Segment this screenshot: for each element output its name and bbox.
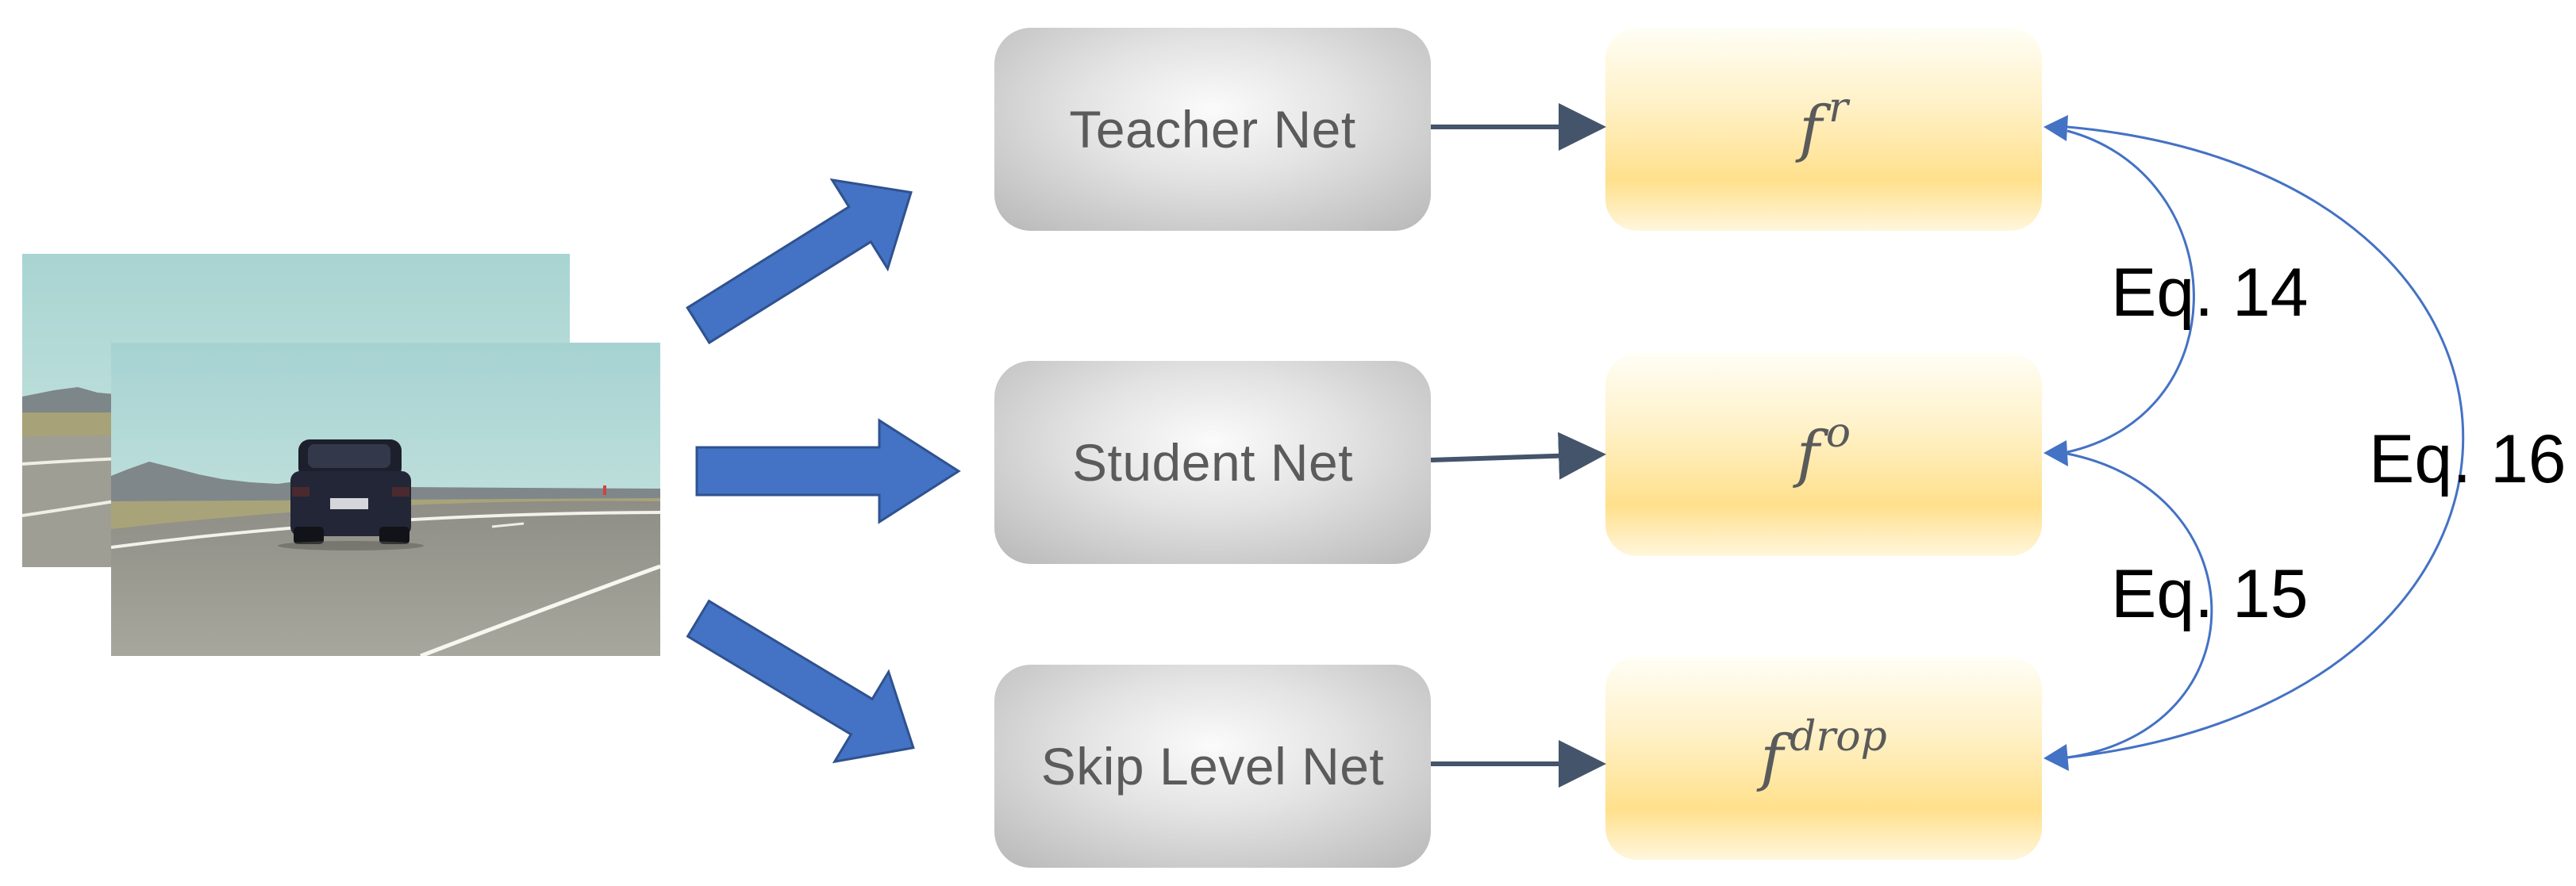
student-net-box: Student Net — [994, 361, 1431, 564]
curve-eq16 — [2067, 125, 2465, 759]
eq16-label: Eq. 16 — [2369, 421, 2566, 497]
student-net-label: Student Net — [1071, 433, 1354, 492]
teacher-net-label: Teacher Net — [1069, 100, 1356, 159]
curve-head-skip — [2043, 744, 2069, 771]
eq15-label: Eq. 15 — [2111, 556, 2309, 632]
block-arrow-to-teacher — [686, 178, 913, 345]
car-icon — [278, 439, 424, 550]
curve-eq14 — [2067, 129, 2195, 454]
block-arrow-to-skip — [686, 599, 915, 764]
curve-head-teacher — [2043, 115, 2068, 141]
eq14-label: Eq. 14 — [2111, 255, 2309, 331]
curve-eq15 — [2067, 452, 2213, 759]
curve-head-student — [2043, 440, 2068, 466]
skip-level-net-box: Skip Level Net — [994, 665, 1431, 868]
connector-student — [1430, 431, 1606, 480]
feature-student-sup: o — [1825, 409, 1851, 457]
teacher-net-box: Teacher Net — [994, 28, 1431, 231]
input-image-front — [111, 343, 660, 656]
block-arrow-to-student — [695, 418, 961, 524]
feature-teacher-sup: r — [1828, 84, 1848, 132]
feature-skip-sup: drop — [1790, 713, 1887, 761]
skip-level-net-label: Skip Level Net — [1040, 737, 1385, 796]
